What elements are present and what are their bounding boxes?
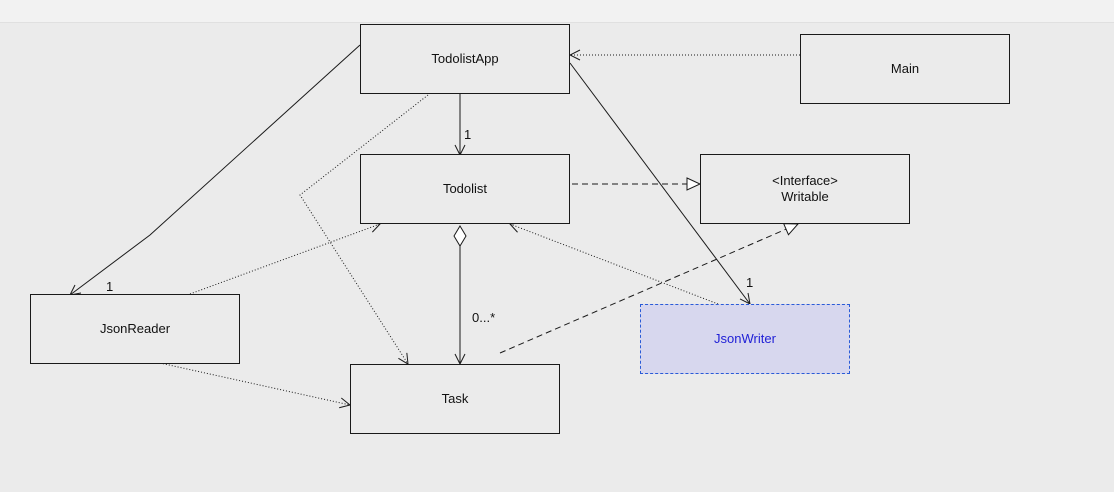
class-todolist[interactable]: Todolist <box>360 154 570 224</box>
class-todolist-label: Todolist <box>442 181 488 196</box>
dependency-jsonreader-todolist <box>189 224 380 295</box>
interface-writable[interactable]: <Interface> Writable <box>700 154 910 224</box>
dependency-todolistapp-task <box>299 94 429 364</box>
class-jsonreader-label: JsonReader <box>99 321 171 336</box>
multiplicity-app-jsonwriter: 1 <box>746 275 754 290</box>
class-task-label: Task <box>441 391 469 406</box>
multiplicity-app-jsonreader: 1 <box>106 279 114 294</box>
dependency-jsonreader-task <box>159 362 350 405</box>
multiplicity-app-todolist: 1 <box>464 127 472 142</box>
association-todolistapp-jsonreader <box>70 44 361 295</box>
class-jsonwriter-selected[interactable]: JsonWriter <box>640 304 850 374</box>
class-main-label: Main <box>890 61 920 76</box>
aggregation-diamond <box>453 225 467 247</box>
diagram-top-strip <box>0 0 1114 23</box>
class-todolistapp-label: TodolistApp <box>431 51 499 66</box>
class-jsonreader[interactable]: JsonReader <box>30 294 240 364</box>
interface-stereotype: <Interface> <box>772 173 838 188</box>
realization-task-writable <box>499 223 800 354</box>
dependency-jsonwriter-todolist <box>510 224 719 305</box>
class-todolistapp[interactable]: TodolistApp <box>360 24 570 94</box>
class-task[interactable]: Task <box>350 364 560 434</box>
association-todolistapp-jsonwriter <box>569 62 750 304</box>
multiplicity-todolist-task: 0...* <box>472 310 496 325</box>
class-jsonwriter-label: JsonWriter <box>714 331 776 346</box>
interface-writable-label: Writable <box>781 189 829 204</box>
class-main[interactable]: Main <box>800 34 1010 104</box>
